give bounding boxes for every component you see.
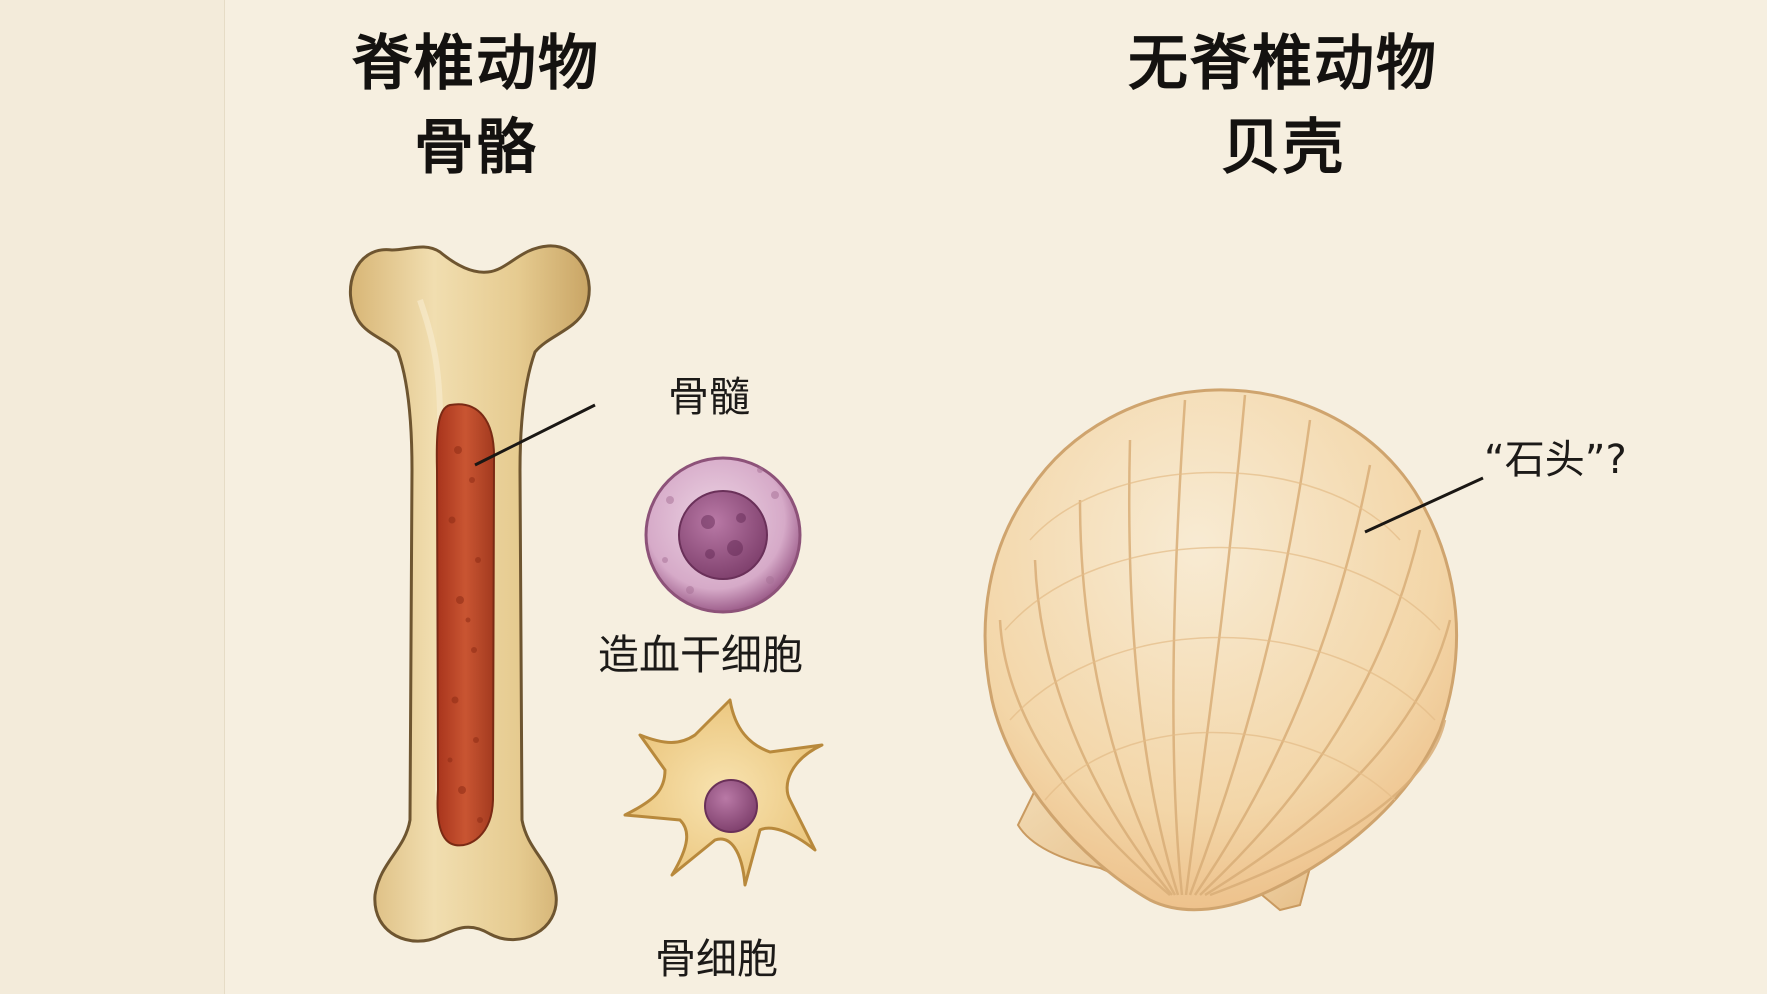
shell-question-label: “石头”? (1484, 437, 1627, 483)
shell-growth-lines (1004, 471, 1441, 801)
invertebrate-title-line2: 贝壳 (1221, 113, 1345, 183)
shell-ribs (998, 394, 1452, 897)
bone-highlight (417, 299, 444, 801)
osteocyte-nucleus (704, 779, 758, 833)
stem-cell-nucleus (678, 490, 768, 580)
invertebrate-title: 无脊椎动物 贝壳 (1063, 22, 1503, 190)
left-margin-strip (0, 0, 225, 994)
stem-cell-granules (662, 467, 779, 594)
shell-body (983, 388, 1459, 912)
invertebrate-title-line1: 无脊椎动物 (1128, 29, 1438, 99)
hematopoietic-stem-cell-label: 造血干细胞 (598, 631, 803, 679)
vertebrate-title: 脊椎动物 骨骼 (276, 22, 676, 190)
stem-cell-chromatin (701, 513, 746, 559)
vertebrate-title-line1: 脊椎动物 (352, 29, 600, 99)
shell-question-leader-line (1364, 476, 1484, 534)
vertebrate-title-line2: 骨骼 (414, 113, 538, 183)
hematopoietic-stem-cell-illustration (644, 456, 802, 614)
scallop-shell (983, 388, 1484, 912)
bone-marrow-label: 骨髓 (668, 373, 750, 421)
bone-marrow-cavity (435, 403, 496, 847)
osteocyte-illustration (623, 698, 824, 887)
femur-bone (348, 244, 596, 943)
marrow-texture (447, 446, 483, 823)
bone-marrow-leader-line (474, 403, 596, 467)
osteocyte-label: 骨细胞 (655, 935, 778, 983)
